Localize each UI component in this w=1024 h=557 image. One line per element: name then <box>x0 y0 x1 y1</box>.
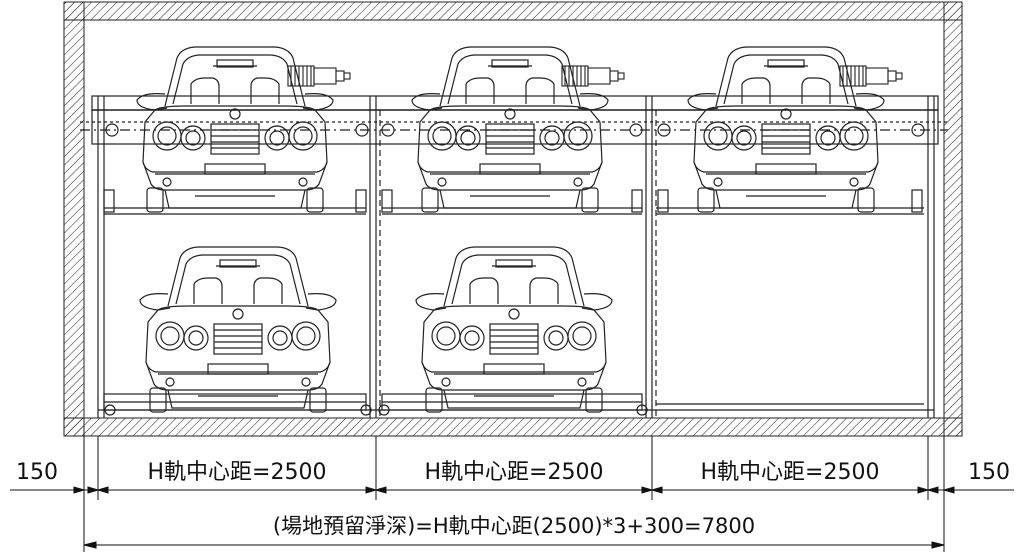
right-margin-dimension: 150 <box>968 460 1010 485</box>
bay-2-dimension: H軌中心距=2500 <box>425 460 604 485</box>
total-depth-dimension: (場地預留淨深)=H軌中心距(2500)*3+300=7800 <box>273 514 755 538</box>
bay-3-dimension: H軌中心距=2500 <box>701 460 880 485</box>
bay-1-dimension: H軌中心距=2500 <box>148 460 327 485</box>
pit-walls <box>63 1 963 437</box>
lift-posts <box>97 96 935 418</box>
lower-platform <box>98 393 934 416</box>
dimension-lines <box>10 436 1014 552</box>
left-margin-dimension: 150 <box>16 460 58 485</box>
